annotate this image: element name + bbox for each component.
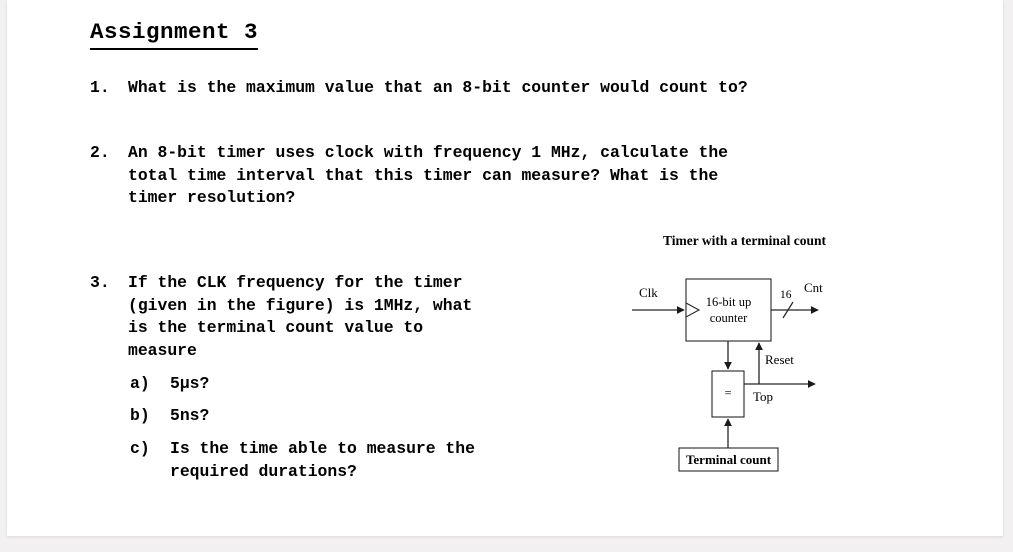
document-page: Assignment 3 1. What is the maximum valu… bbox=[7, 0, 1003, 536]
question-item-3: 3. If the CLK frequency for the timer (g… bbox=[90, 272, 472, 362]
clock-edge-triangle-icon bbox=[685, 302, 701, 318]
timer-block-diagram: Timer with a terminal count bbox=[622, 232, 867, 482]
question-item-1: 1. What is the maximum value that an 8-b… bbox=[90, 77, 748, 167]
question-number-1: 1. bbox=[90, 78, 110, 97]
subquestion-item-c: c) Is the time able to measure the requi… bbox=[130, 438, 475, 528]
subquestion-text-a: 5µs? bbox=[170, 374, 210, 393]
subquestion-text-b: 5ns? bbox=[170, 406, 210, 425]
clk-label: Clk bbox=[639, 285, 658, 300]
bus-width-label: 16 bbox=[780, 289, 792, 301]
cnt-label: Cnt bbox=[804, 280, 823, 295]
reset-label: Reset bbox=[765, 352, 794, 367]
subquestion-label-a: a) bbox=[130, 374, 150, 393]
subquestion-item-b: b) 5ns? bbox=[130, 405, 209, 495]
page-title: Assignment 3 bbox=[90, 20, 259, 50]
comparator-block-label: = bbox=[724, 386, 732, 400]
question-text-3: If the CLK frequency for the timer (give… bbox=[128, 273, 473, 360]
subquestion-text-c: Is the time able to measure the required… bbox=[170, 439, 475, 481]
terminal-count-block-label: Terminal count bbox=[685, 452, 772, 467]
question-number-2: 2. bbox=[90, 143, 110, 162]
top-label: Top bbox=[753, 389, 774, 404]
question-number-3: 3. bbox=[90, 273, 110, 292]
subquestion-label-b: b) bbox=[130, 406, 150, 425]
figure-caption: Timer with a terminal count bbox=[663, 233, 826, 248]
question-text-2: An 8-bit timer uses clock with frequency… bbox=[128, 143, 728, 208]
subquestion-label-c: c) bbox=[130, 439, 150, 458]
diagram-svg bbox=[632, 278, 819, 472]
question-text-1: What is the maximum value that an 8-bit … bbox=[128, 78, 748, 97]
question-item-2: 2. An 8-bit timer uses clock with freque… bbox=[90, 142, 728, 232]
comparator-block-shape bbox=[711, 370, 745, 418]
subquestion-item-a: a) 5µs? bbox=[130, 373, 209, 463]
counter-block-label: 16-bit up counter bbox=[705, 295, 752, 325]
bus-width-slash-icon bbox=[782, 301, 794, 319]
